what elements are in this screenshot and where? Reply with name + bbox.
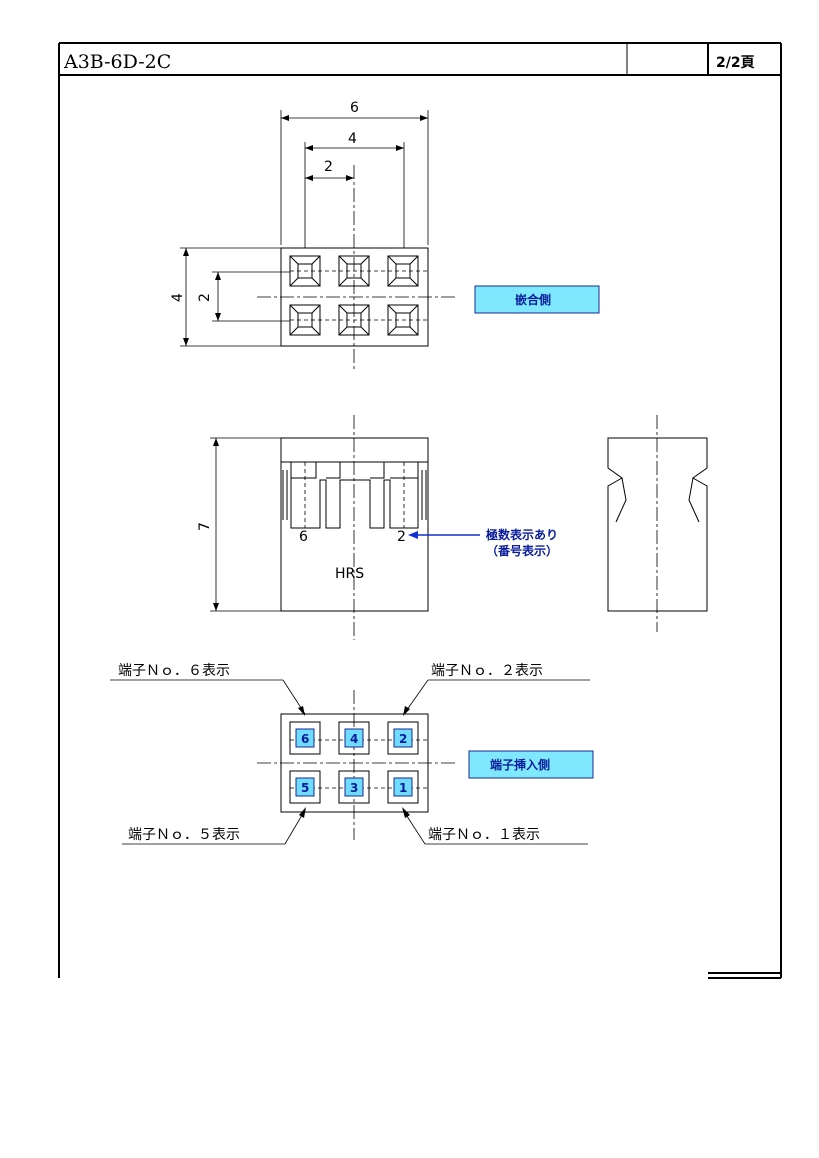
- terminal-6-label: 端子Ｎｏ．６表示: [118, 663, 230, 679]
- terminal-1-label: 端子Ｎｏ．１表示: [428, 827, 540, 843]
- dim-height-2: 2: [197, 293, 213, 302]
- dim-height-7: 7: [197, 522, 213, 531]
- pin-number: 2: [399, 732, 407, 746]
- terminal-2-label: 端子Ｎｏ．２表示: [431, 663, 543, 679]
- pin-mark-left: 6: [299, 529, 308, 545]
- mating-side-text: 嵌合側: [515, 292, 551, 307]
- hrs-logo: HRS: [335, 566, 364, 582]
- terminal-5-label: 端子Ｎｏ．５表示: [128, 827, 240, 843]
- terminal-insert-side-text: 端子挿入側: [490, 757, 550, 772]
- pin-number: 6: [301, 732, 309, 746]
- part-number: A3B-6D-2C: [63, 51, 171, 73]
- pin-number: 3: [350, 781, 358, 795]
- polarity-note-2: （番号表示）: [486, 543, 558, 558]
- dim-width-2: 2: [324, 159, 333, 175]
- mating-side-label: 嵌合側: [474, 285, 600, 314]
- terminal-insert-side-label: 端子挿入側: [468, 750, 594, 779]
- dim-width-6: 6: [350, 100, 359, 116]
- front-view: 6 2 HRS 7: [197, 415, 480, 640]
- frame: [58, 42, 782, 979]
- polarity-note-1: 極数表示あり: [486, 527, 558, 542]
- dim-width-4: 4: [348, 131, 357, 147]
- pin-number: 4: [350, 732, 358, 746]
- dim-height-4: 4: [170, 293, 186, 302]
- mating-side-view: 6 4 2: [170, 100, 455, 372]
- terminal-insert-view: 6 4 2 5 3 1: [110, 679, 590, 845]
- pin-number: 5: [301, 781, 309, 795]
- pin-number: 1: [399, 781, 407, 795]
- pin-mark-right: 2: [397, 529, 406, 545]
- page-number: 2/2頁: [716, 55, 755, 71]
- side-view: [607, 415, 708, 632]
